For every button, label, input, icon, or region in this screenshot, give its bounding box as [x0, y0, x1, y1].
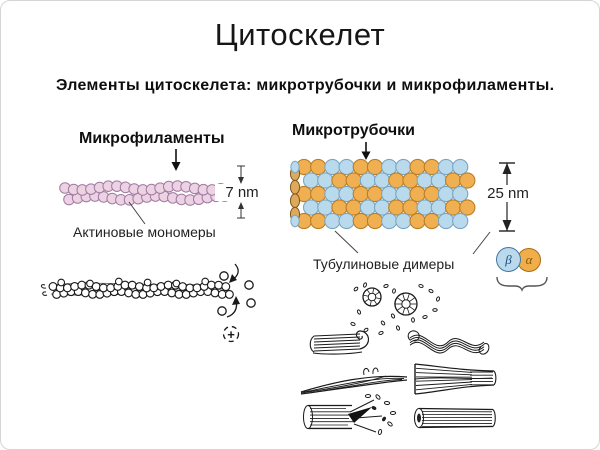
microfilaments-heading: Микрофиламенты	[79, 130, 225, 147]
plus-end-label: +	[227, 327, 235, 342]
slide-title: Цитоскелет	[214, 17, 386, 52]
dimension-25nm-arrows	[499, 162, 515, 232]
dimension-7nm-arrows	[237, 165, 245, 219]
arrow-down-icon	[171, 149, 181, 171]
tubulin-leader-lines	[334, 230, 491, 255]
actin-monomer-caption: Актиновые мономеры	[73, 224, 216, 240]
microtubule-diagram	[289, 158, 476, 230]
beta-subunit-icon: β	[496, 247, 521, 272]
tubulin-dimer-caption: Тубулиновые димеры	[313, 256, 455, 272]
slide-subtitle: Элементы цитоскелета: микротрубочки и ми…	[56, 77, 555, 94]
microfilament-diameter-label: 7 nm	[215, 184, 269, 201]
tubulin-dimer-diagram: β α	[494, 241, 554, 295]
actin-em-drawing: +	[40, 263, 256, 343]
plus-end-circle-icon	[222, 325, 240, 343]
brace-icon	[496, 276, 548, 292]
microtubules-heading: Микротрубочки	[292, 122, 416, 139]
arrow-down-icon	[361, 142, 371, 160]
actin-leader-line	[128, 201, 146, 225]
microtubule-em-drawings	[300, 282, 497, 436]
microtubule-diameter-label: 25 nm	[479, 185, 537, 202]
